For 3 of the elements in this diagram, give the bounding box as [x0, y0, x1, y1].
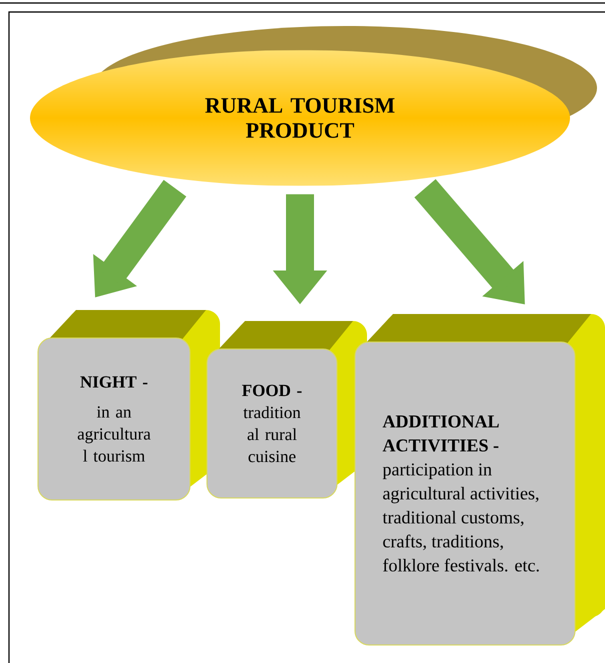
content-box: FOOD - tradition al rural cuisine [206, 321, 367, 498]
content-box: NIGHT - in an agricultura l tourism [38, 310, 220, 500]
content-box: ADDITIONAL ACTIVITIES - participation in agricultural activities, traditional customs, crafts, traditions, folklore festivals. etc. [354, 314, 605, 646]
